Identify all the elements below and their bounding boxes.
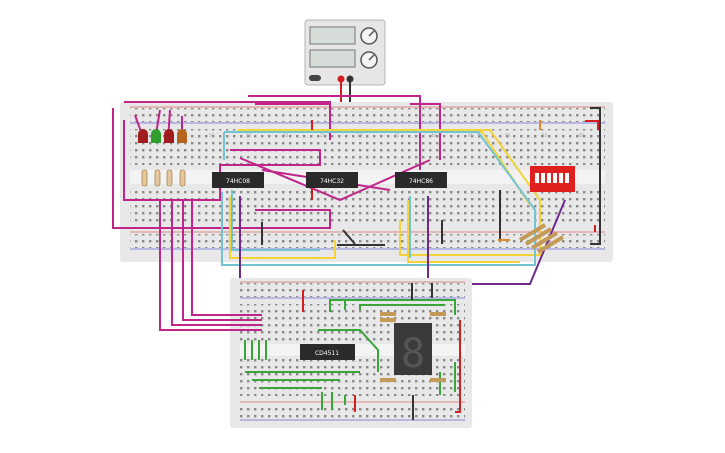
- led[interactable]: [177, 129, 187, 143]
- resistor[interactable]: [154, 169, 161, 187]
- power-switch[interactable]: [309, 75, 321, 81]
- wire-orange[interactable]: [498, 120, 541, 241]
- column-number: 40: [431, 133, 437, 138]
- column-number: 25: [320, 133, 326, 138]
- current-display: [309, 49, 356, 68]
- wire-cyan[interactable]: [231, 190, 320, 251]
- positive-terminal[interactable]: [337, 75, 345, 83]
- column-number: 35: [394, 133, 400, 138]
- wire-magenta[interactable]: [182, 200, 262, 321]
- wire-red[interactable]: [311, 120, 599, 232]
- chip-74hc86[interactable]: 74HC86: [395, 172, 447, 188]
- voltage-display: [309, 26, 356, 45]
- wire-magenta[interactable]: [112, 108, 331, 229]
- wire-green[interactable]: [244, 340, 267, 360]
- segment-resistors[interactable]: [380, 312, 446, 382]
- wire-yellow[interactable]: [407, 200, 520, 263]
- column-number: 1: [135, 133, 138, 138]
- resistor[interactable]: [179, 169, 186, 187]
- chip-74hc32[interactable]: 74HC32: [306, 172, 358, 188]
- wire-green[interactable]: [439, 362, 456, 395]
- wire-magenta[interactable]: [171, 200, 262, 326]
- column-number: 10: [209, 133, 215, 138]
- display-digit: 8: [401, 331, 425, 377]
- seven-segment-display[interactable]: 8: [394, 323, 432, 377]
- column-number: 45: [468, 133, 474, 138]
- power-supply[interactable]: [304, 19, 386, 86]
- led[interactable]: [164, 129, 174, 143]
- column-number: 15: [246, 133, 252, 138]
- wire-magenta[interactable]: [123, 120, 321, 201]
- resistor[interactable]: [141, 169, 148, 187]
- led-group[interactable]: [138, 129, 187, 143]
- column-number: 60: [579, 133, 585, 138]
- chip-74hc08[interactable]: 74HC08: [212, 172, 264, 188]
- wire-purple[interactable]: [427, 196, 566, 285]
- column-number: 55: [542, 133, 548, 138]
- wire-magenta[interactable]: [159, 200, 262, 331]
- resistor-bank[interactable]: [141, 169, 186, 187]
- column-number: 20: [283, 133, 289, 138]
- chip-label: 74HC08: [226, 178, 250, 185]
- pulldown-resistors[interactable]: [518, 223, 565, 254]
- wire-magenta[interactable]: [134, 109, 183, 141]
- wire-green[interactable]: [245, 371, 360, 389]
- chip-label: CD4511: [315, 350, 339, 357]
- negative-terminal[interactable]: [346, 75, 354, 83]
- dip-switch[interactable]: [530, 166, 575, 192]
- column-number: 30: [357, 133, 363, 138]
- wire-magenta[interactable]: [124, 101, 331, 140]
- wire-black[interactable]: [261, 220, 443, 246]
- wire-magenta[interactable]: [255, 103, 441, 160]
- column-number: 50: [505, 133, 511, 138]
- wire-black[interactable]: [590, 107, 601, 245]
- wire-green[interactable]: [318, 329, 379, 372]
- wire-green[interactable]: [321, 392, 346, 410]
- wire-magenta[interactable]: [191, 200, 262, 316]
- led[interactable]: [151, 129, 161, 143]
- resistor[interactable]: [166, 169, 173, 187]
- chip-label: 74HC86: [409, 178, 433, 185]
- led[interactable]: [138, 129, 148, 143]
- chip-label: 74HC32: [320, 178, 344, 185]
- wire-red[interactable]: [302, 290, 461, 413]
- wire-green[interactable]: [329, 299, 456, 315]
- chip-cd4511[interactable]: CD4511: [300, 344, 355, 360]
- wire-yellow[interactable]: [229, 196, 336, 259]
- bottom-wiring: [159, 200, 461, 420]
- wire-magenta[interactable]: [248, 95, 421, 170]
- wire-black[interactable]: [411, 283, 414, 420]
